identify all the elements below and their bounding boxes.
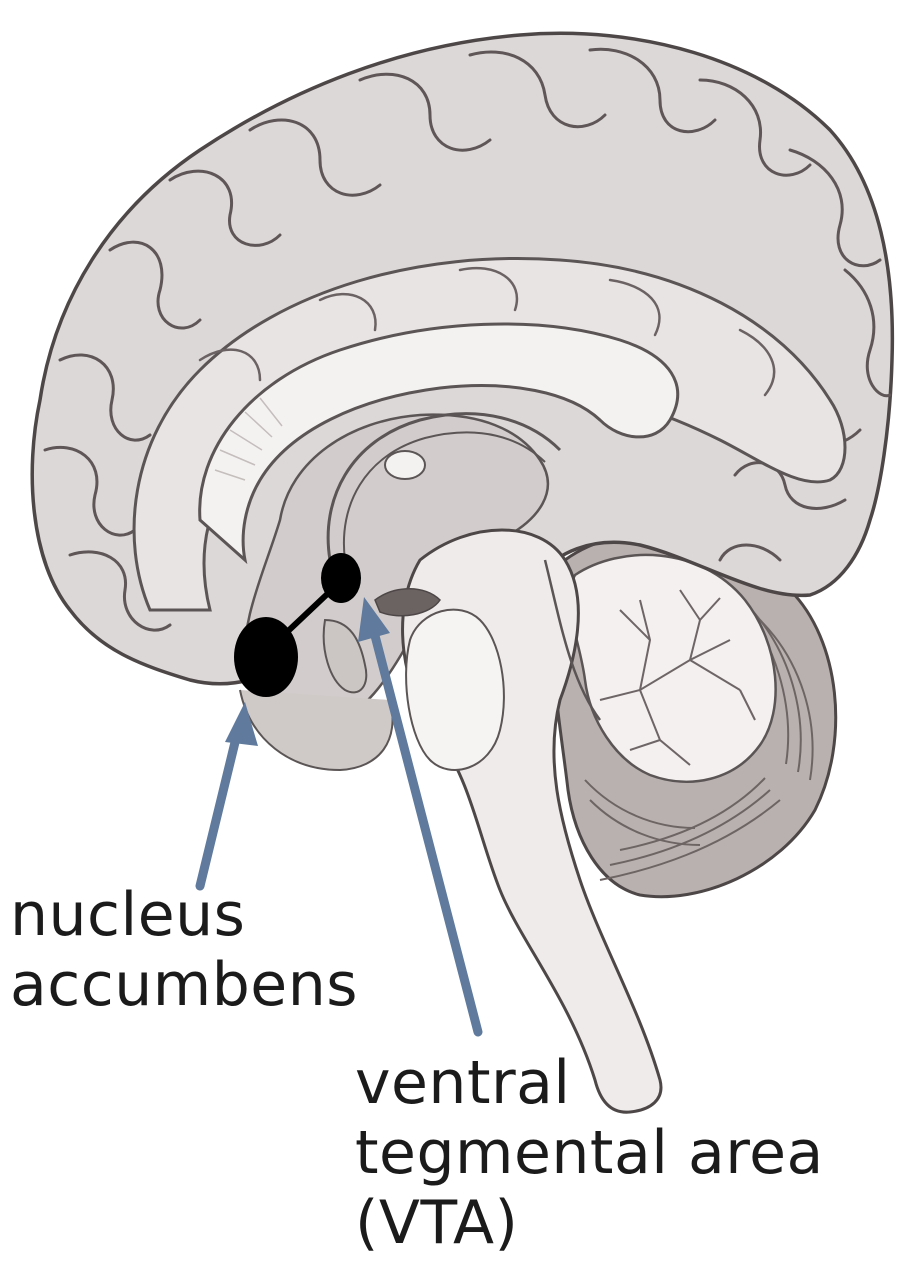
nucleus-accumbens-marker [234, 617, 298, 697]
vta-marker [321, 553, 361, 603]
nucleus-accumbens-label: nucleus accumbens [10, 880, 358, 1020]
vta-label-line-2: tegmental area [355, 1118, 824, 1188]
vta-label: ventral tegmental area (VTA) [355, 1048, 824, 1258]
nucleus-accumbens-arrow [200, 730, 238, 886]
vta-label-line-1: ventral [355, 1048, 824, 1118]
nucleus-accumbens-label-line-2: accumbens [10, 950, 358, 1020]
nucleus-accumbens-label-line-1: nucleus [10, 880, 358, 950]
vta-label-line-3: (VTA) [355, 1188, 824, 1258]
